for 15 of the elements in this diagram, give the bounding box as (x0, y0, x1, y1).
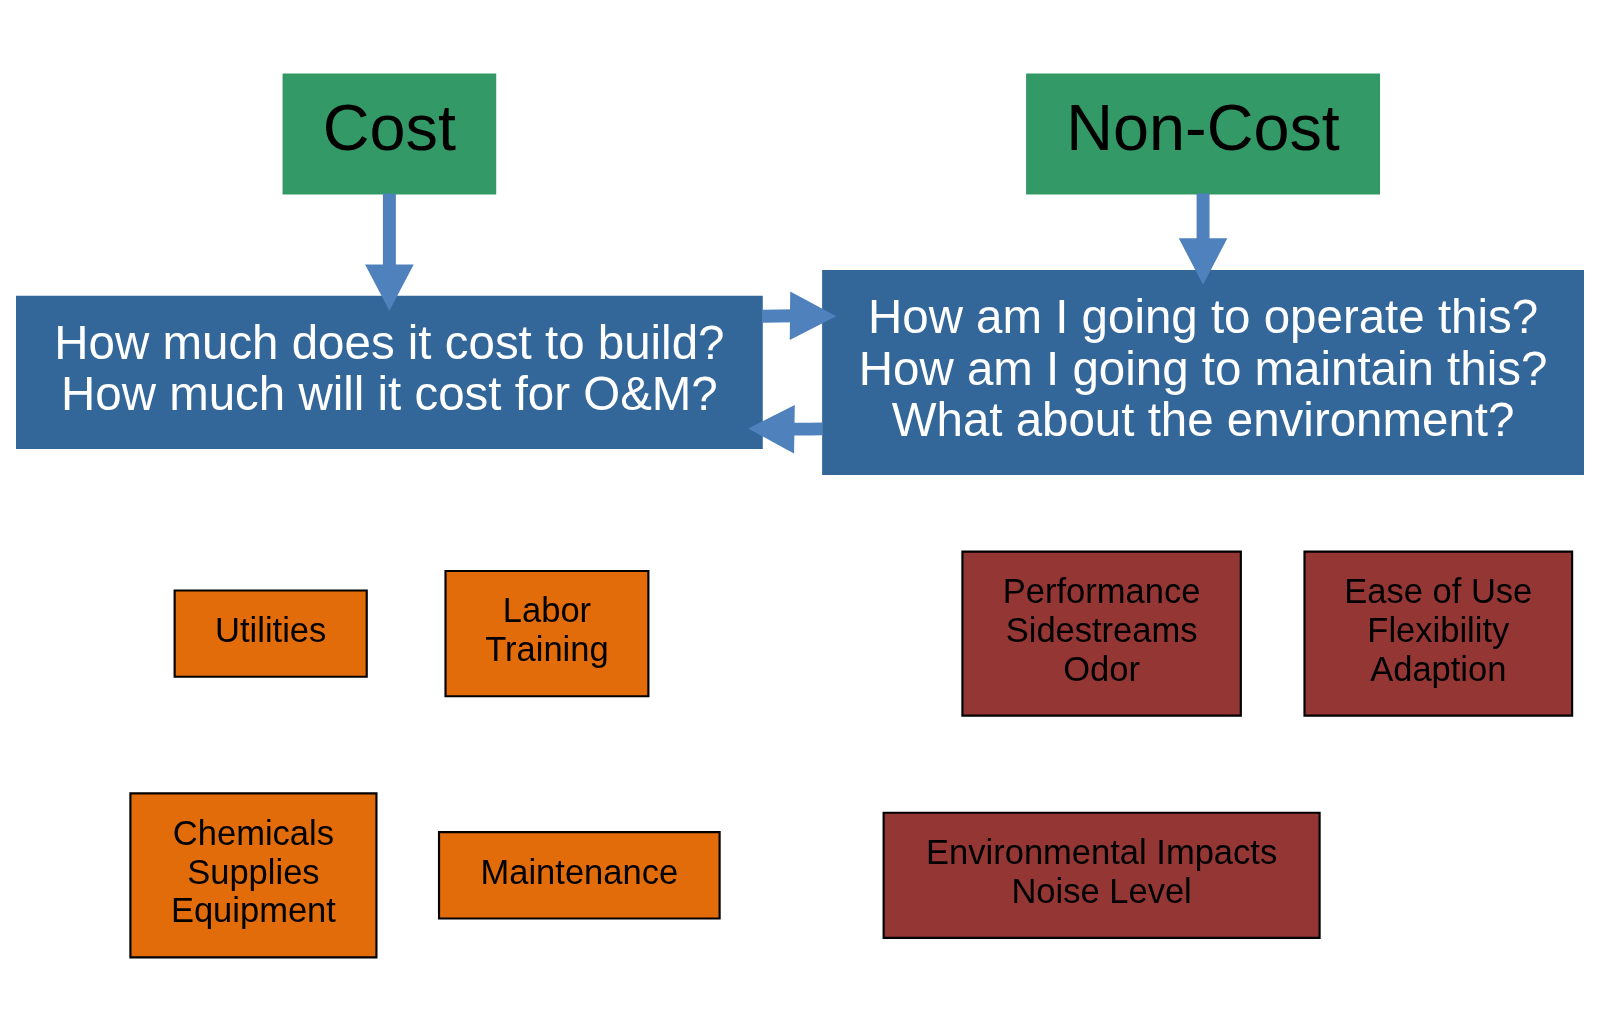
arrow (748, 404, 823, 454)
node-box: Environmental Impacts Noise Level (882, 811, 1321, 939)
node-box: Maintenance (437, 830, 721, 920)
node-box: How much does it cost to build? How much will it cost for O&M? (16, 295, 763, 449)
arrow (365, 192, 414, 311)
arrow (761, 290, 837, 340)
node-box: Chemicals Supplies Equipment (129, 791, 378, 958)
arrow (1178, 192, 1228, 285)
node-box: How am I going to operate this? How am I going to maintain this? What about the environment? (822, 269, 1584, 475)
node-box: Non-Cost (1026, 73, 1381, 194)
node-box: Utilities (173, 588, 368, 678)
node-box: Cost (282, 73, 497, 194)
node-box: Labor Training (444, 569, 650, 697)
node-box: Performance Sidestreams Odor (961, 550, 1242, 717)
node-box: Ease of Use Flexibility Adaption (1303, 550, 1574, 717)
